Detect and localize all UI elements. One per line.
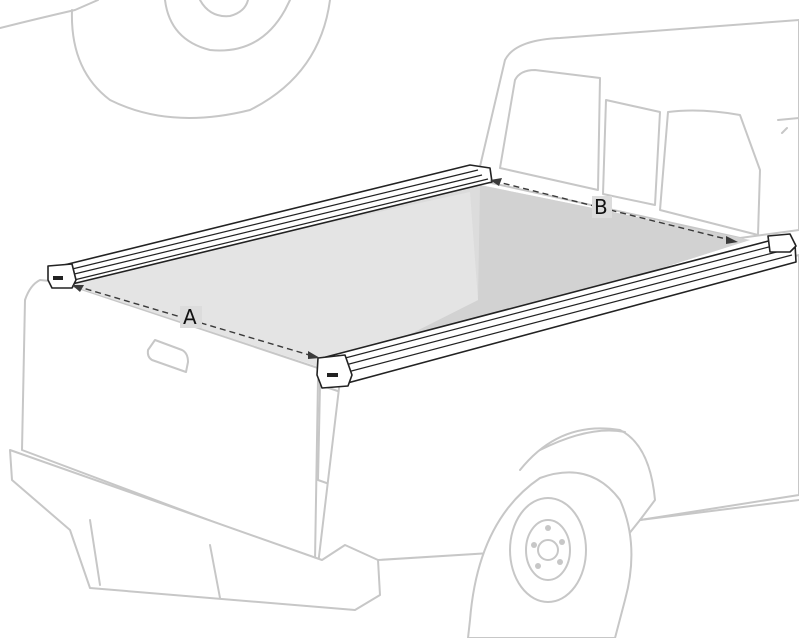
dimension-b: B [490, 178, 738, 244]
dimension-a-arrow-start [72, 285, 84, 292]
left-rail [47, 164, 493, 289]
truck-bed-floor [60, 185, 750, 372]
dimension-b-arrow-end [726, 236, 738, 244]
dimension-b-line [493, 180, 735, 242]
background-truck-wheel [0, 0, 331, 119]
dimension-a-label: A [183, 305, 197, 329]
right-rail [316, 233, 797, 389]
truck-body [9, 254, 799, 638]
truck-cab [477, 19, 799, 239]
dimension-b-arrow-start [490, 178, 502, 186]
dimension-b-label: B [594, 195, 608, 219]
dimension-a: A [72, 285, 320, 359]
dimension-a-arrow-end [308, 351, 320, 359]
